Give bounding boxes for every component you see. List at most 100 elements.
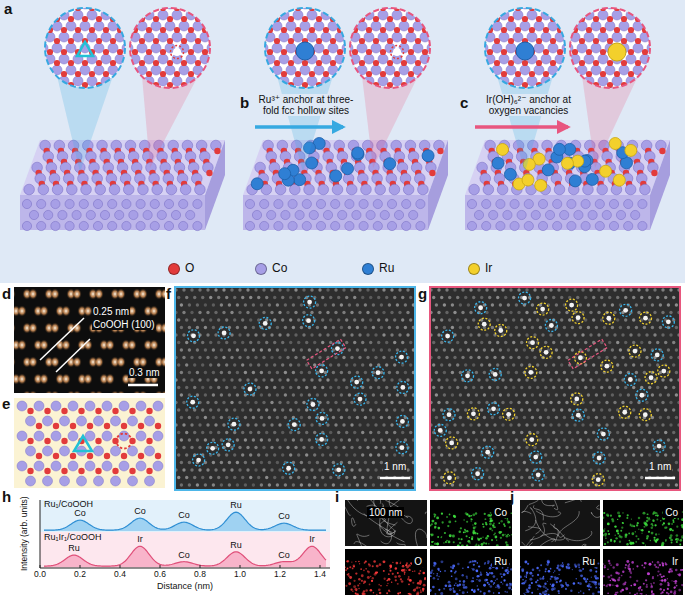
atom-column — [260, 348, 263, 351]
cobalt-atom — [179, 199, 188, 208]
oxygen-atom — [422, 93, 428, 99]
cobalt-atom — [448, 76, 458, 86]
cobalt-atom — [321, 32, 331, 42]
cobalt-atom — [471, 76, 481, 86]
oxygen-atom — [656, 5, 662, 11]
oxygen-atom — [174, 93, 180, 99]
atom-column — [204, 326, 207, 329]
oxygen-atom — [494, 82, 500, 88]
cobalt-atom — [68, 401, 78, 411]
oxygen-atom — [586, 71, 592, 77]
oxygen-atom — [223, 16, 229, 22]
cobalt-atom — [336, 54, 346, 64]
oxygen-atom — [330, 38, 336, 44]
cobalt-atom — [151, 87, 161, 97]
cobalt-atom — [329, 43, 339, 53]
atom-column — [138, 390, 148, 393]
cobalt-atom — [434, 76, 444, 86]
atom-column — [160, 390, 165, 393]
cobalt-atom — [478, 0, 488, 9]
atom-column — [318, 288, 321, 291]
cobalt-atom — [556, 10, 566, 20]
cobalt-atom — [228, 10, 238, 20]
oxygen-atom — [394, 93, 400, 99]
atom-column — [233, 318, 236, 321]
cobalt-atom — [267, 210, 276, 219]
cobalt-atom — [357, 0, 367, 9]
cobalt-atom — [51, 401, 61, 411]
atom-column — [127, 339, 137, 351]
cobalt-atom — [122, 0, 132, 9]
cobalt-atom — [403, 184, 414, 195]
oxygen-atom — [316, 16, 322, 22]
atom-column — [326, 288, 329, 291]
cobalt-atom — [123, 21, 133, 31]
oxygen-atom — [40, 60, 46, 66]
atom-column — [17, 305, 27, 317]
cobalt-atom — [605, 65, 615, 75]
atom-column — [326, 311, 329, 314]
oxygen-atom — [415, 38, 421, 44]
oxygen-atom — [302, 16, 308, 22]
atom-column — [236, 348, 239, 351]
oxygen-atom — [167, 16, 173, 22]
cobalt-atom — [640, 76, 650, 86]
cobalt-atom — [108, 43, 118, 53]
oxygen-atom — [188, 71, 194, 77]
cobalt-atom — [31, 32, 41, 42]
atom-column — [300, 326, 303, 329]
cobalt-atom — [101, 54, 111, 64]
oxygen-atom — [129, 438, 135, 444]
atom-column — [217, 341, 220, 344]
cobalt-atom — [128, 476, 138, 486]
cobalt-atom — [221, 65, 231, 75]
cobalt-atom — [392, 10, 402, 20]
oxygen-atom — [70, 423, 76, 429]
oxygen-atom — [153, 16, 159, 22]
cobalt-atom — [527, 10, 537, 20]
oxygen-atom — [557, 49, 563, 55]
cobalt-atom — [172, 10, 182, 20]
cobalt-atom — [136, 199, 145, 208]
cobalt-atom — [228, 54, 238, 64]
atom-column — [348, 303, 351, 306]
cobalt-atom — [448, 10, 458, 20]
cobalt-atom — [510, 199, 519, 208]
oxygen-atom — [457, 38, 463, 44]
oxygen-atom — [338, 27, 344, 33]
oxygen-atom — [118, 27, 124, 33]
oxygen-atom — [663, 38, 669, 44]
cobalt-atom — [80, 21, 90, 31]
cobalt-atom — [647, 21, 657, 31]
cobalt-atom — [631, 210, 640, 219]
cobalt-atom — [151, 65, 161, 75]
atom-column — [254, 333, 257, 336]
oxygen-atom — [195, 82, 201, 88]
oxygen-atom — [443, 60, 449, 66]
atom-column — [273, 318, 276, 321]
oxygen-atom — [260, 82, 266, 88]
ruthenium-atom — [492, 157, 504, 169]
atom-column — [28, 322, 38, 334]
cobalt-atom — [371, 43, 381, 53]
cobalt-atom — [228, 76, 238, 86]
cobalt-atom — [166, 184, 177, 195]
cobalt-atom — [471, 32, 481, 42]
cobalt-atom — [307, 32, 317, 42]
atom-column — [393, 341, 396, 344]
lattice-line — [40, 318, 84, 360]
atom-column — [350, 311, 353, 314]
cobalt-atom — [93, 199, 102, 208]
oxygen-atom — [118, 49, 124, 55]
oxygen-atom — [202, 5, 208, 11]
oxygen-atom — [366, 5, 372, 11]
oxygen-atom — [387, 38, 393, 44]
cobalt-atom — [101, 32, 111, 42]
oxygen-atom — [443, 82, 449, 88]
oxygen-atom — [195, 38, 201, 44]
atom-column — [326, 333, 329, 336]
cobalt-atom — [357, 21, 367, 31]
atom-column — [39, 305, 49, 317]
oxygen-atom — [309, 27, 315, 33]
cobalt-atom — [366, 210, 375, 219]
